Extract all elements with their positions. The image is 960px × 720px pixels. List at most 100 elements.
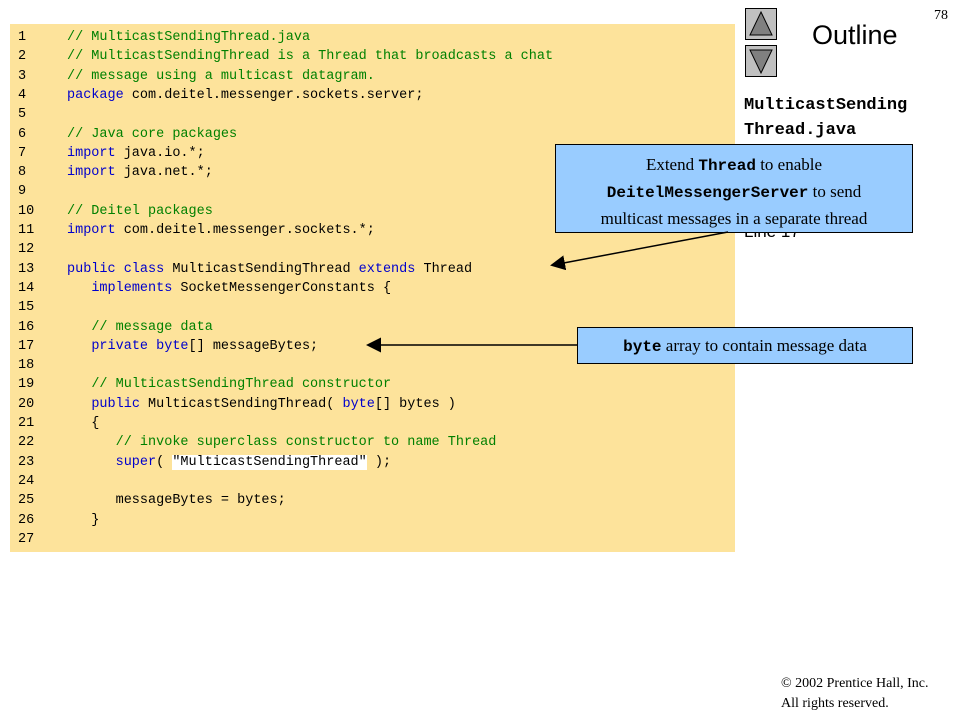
code-token bbox=[67, 435, 116, 450]
line-number: 10 bbox=[18, 203, 35, 219]
code-token: // message data bbox=[91, 319, 213, 335]
code-token: // invoke superclass constructor to name… bbox=[115, 435, 497, 451]
line-number: 22 bbox=[18, 435, 35, 451]
callout-extend-thread: Extend Thread to enable DeitelMessengerS… bbox=[555, 144, 913, 233]
code-text: { bbox=[67, 414, 99, 433]
callout-text: multicast messages in a separate thread bbox=[600, 209, 868, 228]
code-text: // message data bbox=[67, 318, 213, 337]
line-number: 2 bbox=[18, 49, 27, 65]
code-token bbox=[67, 320, 91, 335]
next-slide-button[interactable] bbox=[745, 45, 777, 77]
code-token: java.io.*; bbox=[115, 145, 205, 161]
code-token: SocketMessengerConstants { bbox=[172, 280, 392, 296]
code-line: 17 private byte[] messageBytes; bbox=[10, 337, 735, 356]
code-token: messageBytes = bytes; bbox=[67, 493, 286, 509]
file-label-line1: MulticastSending bbox=[744, 96, 908, 115]
code-token: ( bbox=[156, 454, 173, 470]
line-number: 16 bbox=[18, 319, 35, 335]
code-line: 20 public MulticastSendingThread( byte[]… bbox=[10, 395, 735, 414]
code-token bbox=[67, 281, 91, 296]
code-token bbox=[67, 377, 91, 392]
code-line: 27 bbox=[10, 530, 735, 549]
code-text: import java.io.*; bbox=[67, 144, 205, 163]
code-line: 5 bbox=[10, 105, 735, 124]
previous-slide-button[interactable] bbox=[745, 8, 777, 40]
code-line: 26 } bbox=[10, 511, 735, 530]
code-text: import com.deitel.messenger.sockets.*; bbox=[67, 221, 375, 240]
code-token: private byte bbox=[91, 338, 189, 354]
code-text: implements SocketMessengerConstants { bbox=[67, 279, 391, 298]
line-number: 5 bbox=[18, 107, 27, 123]
copyright-line1: © 2002 Prentice Hall, Inc. bbox=[781, 676, 929, 691]
code-text: // MulticastSendingThread is a Thread th… bbox=[67, 47, 553, 66]
line-number: 24 bbox=[18, 473, 35, 489]
code-token: import bbox=[67, 165, 116, 181]
code-line: 14 implements SocketMessengerConstants { bbox=[10, 279, 735, 298]
code-token bbox=[67, 455, 116, 470]
code-text: import java.net.*; bbox=[67, 163, 213, 182]
code-token: // message using a multicast datagram. bbox=[67, 68, 375, 84]
code-token: { bbox=[67, 416, 100, 431]
code-token: implements bbox=[91, 280, 173, 296]
code-text: public class MulticastSendingThread exte… bbox=[67, 260, 472, 279]
code-token: [] messageBytes; bbox=[188, 338, 319, 354]
code-text: package com.deitel.messenger.sockets.ser… bbox=[67, 86, 423, 105]
code-line: 23 super( "MulticastSendingThread" ); bbox=[10, 453, 735, 472]
line-number: 17 bbox=[18, 338, 35, 354]
line-number: 25 bbox=[18, 493, 35, 509]
code-token: ); bbox=[366, 454, 392, 470]
line-number: 21 bbox=[18, 416, 35, 431]
code-token bbox=[67, 397, 91, 412]
code-text: // MulticastSendingThread.java bbox=[67, 28, 310, 47]
callout-byte-array: byte array to contain message data bbox=[577, 327, 913, 364]
code-token: com.deitel.messenger.sockets.server; bbox=[123, 87, 424, 103]
code-line: 6// Java core packages bbox=[10, 125, 735, 144]
code-token: Thread bbox=[415, 261, 473, 277]
code-token: extends bbox=[358, 261, 416, 277]
line-number: 20 bbox=[18, 396, 35, 412]
code-line: 2 // MulticastSendingThread is a Thread t… bbox=[10, 47, 735, 66]
code-token: // Deitel packages bbox=[67, 203, 213, 219]
line-number: 27 bbox=[18, 531, 35, 547]
code-text: messageBytes = bytes; bbox=[67, 491, 286, 510]
code-token bbox=[67, 339, 91, 354]
line-number: 15 bbox=[18, 300, 35, 316]
triangle-up-icon bbox=[749, 10, 773, 36]
line-number: 4 bbox=[18, 87, 27, 103]
code-token: import bbox=[67, 145, 116, 161]
callout-code: byte bbox=[623, 338, 662, 356]
code-token: public class bbox=[67, 261, 165, 277]
code-token: } bbox=[67, 512, 100, 528]
callout-text: to send bbox=[808, 182, 862, 201]
code-line: 9 bbox=[10, 182, 735, 201]
line-number: 23 bbox=[18, 454, 35, 470]
code-token: byte bbox=[342, 396, 375, 412]
line-number: 19 bbox=[18, 377, 35, 393]
code-line: 10 // Deitel packages bbox=[10, 202, 735, 221]
code-text: // Java core packages bbox=[67, 125, 237, 144]
code-token: java.net.*; bbox=[115, 165, 213, 181]
code-token: import bbox=[67, 223, 116, 238]
code-token: // MulticastSendingThread is a Thread th… bbox=[67, 49, 554, 65]
code-text: // invoke superclass constructor to name… bbox=[67, 433, 497, 452]
callout-code: DeitelMessengerServer bbox=[606, 184, 809, 202]
copyright-line2: All rights reserved. bbox=[781, 696, 889, 711]
code-line: 21 { bbox=[10, 414, 735, 433]
triangle-down-icon bbox=[749, 49, 773, 75]
code-text: } bbox=[67, 511, 99, 530]
code-line: 13 public class MulticastSendingThread ex… bbox=[10, 260, 735, 279]
callout-text: Extend bbox=[645, 155, 699, 174]
callout-code: Thread bbox=[698, 157, 756, 175]
code-text: // MulticastSendingThread constructor bbox=[67, 375, 391, 394]
code-line: 25 messageBytes = bytes; bbox=[10, 491, 735, 510]
code-text: private byte[] messageBytes; bbox=[67, 337, 318, 356]
code-token: // Java core packages bbox=[67, 126, 238, 142]
code-line: 18 bbox=[10, 356, 735, 375]
outline-title: Outline bbox=[812, 20, 898, 50]
line-number: 1 bbox=[18, 30, 27, 45]
line-number: 13 bbox=[18, 261, 35, 277]
code-line: 24 bbox=[10, 472, 735, 491]
